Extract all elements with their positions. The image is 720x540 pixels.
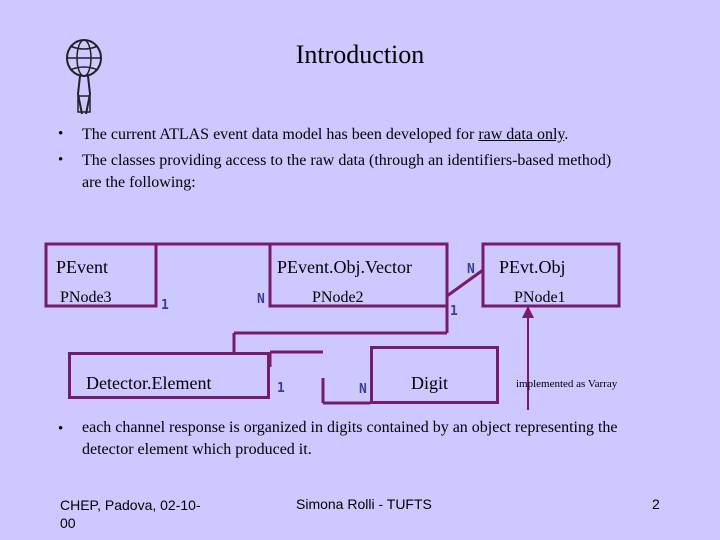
- varray-note: implemented as Varray: [516, 378, 618, 390]
- peventobjvector-label: PEvent.Obj.Vector: [277, 257, 412, 277]
- detector-element-label: Detector.Element: [86, 373, 212, 393]
- pevtobj-label: PEvt.Obj: [499, 257, 566, 277]
- multiplicity-many: N: [467, 262, 475, 277]
- pevent-label: PEvent: [56, 257, 108, 277]
- pnode1-label: PNode1: [514, 289, 566, 306]
- arrow-head-icon: [522, 306, 534, 318]
- bullet-marker: •: [58, 421, 64, 437]
- footer-author: Simona Rolli - TUFTS: [296, 496, 432, 512]
- detector-element-box: [68, 352, 270, 399]
- atlas-logo-icon: [66, 39, 102, 115]
- multiplicity-many: N: [359, 382, 367, 397]
- page-number: 2: [652, 496, 660, 512]
- bullet-2-text: The classes providing access to the raw …: [82, 152, 612, 191]
- slide-title: Introduction: [295, 40, 425, 69]
- raw-data-only-emphasis: raw data only: [478, 126, 565, 143]
- multiplicity-one: 1: [161, 298, 169, 313]
- digit-label: Digit: [411, 373, 449, 393]
- multiplicity-one: 1: [450, 304, 458, 319]
- pnode3-label: PNode3: [60, 289, 112, 306]
- pnode2-label: PNode2: [312, 289, 364, 306]
- digit-box: [370, 346, 499, 404]
- bullet-marker: •: [58, 126, 64, 142]
- bullet-1-text: The current ATLAS event data model has b…: [82, 126, 569, 143]
- bullet-3-text: each channel response is organized in di…: [82, 419, 618, 458]
- footer-conference: CHEP, Padova, 02-10-00: [60, 497, 201, 531]
- multiplicity-one: 1: [277, 381, 285, 396]
- multiplicity-many: N: [257, 292, 265, 307]
- bullet-marker: •: [58, 152, 64, 168]
